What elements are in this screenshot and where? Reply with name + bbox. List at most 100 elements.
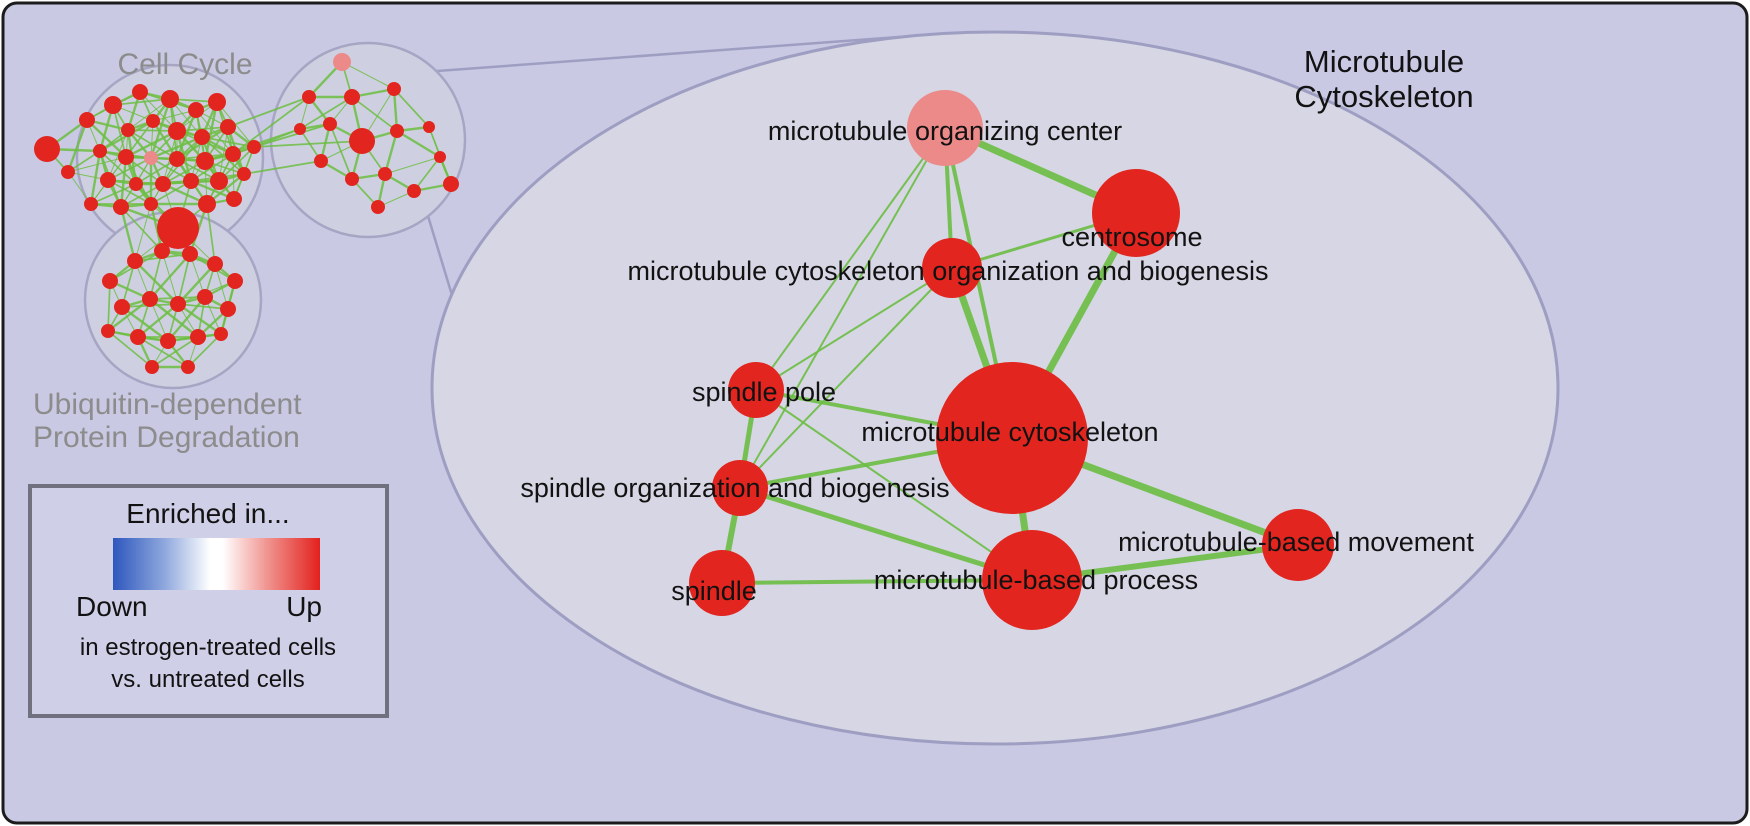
overview-node [127, 253, 143, 269]
overview-edge [384, 156, 441, 175]
overview-node [344, 89, 360, 105]
overview-network-layer [34, 41, 467, 390]
overview-node [121, 123, 135, 137]
overview-node [146, 114, 160, 128]
overview-node [434, 151, 446, 163]
node-label-sorg: spindle organization and biogenesis [520, 473, 949, 503]
legend-up-label: Up [286, 591, 322, 622]
overview-node [407, 184, 421, 198]
overview-edge [107, 280, 111, 332]
overview-node [207, 256, 223, 272]
node-label-centrosome: centrosome [1061, 222, 1202, 252]
overview-edge [206, 203, 216, 265]
overview-edge [90, 183, 137, 205]
overview-node [197, 289, 213, 305]
overview-node [188, 102, 204, 118]
overview-node [214, 327, 228, 341]
overview-node [155, 176, 171, 192]
overview-edge [177, 253, 191, 305]
overview-node [114, 299, 130, 315]
overview-bridge-edge [243, 160, 322, 175]
overview-node [161, 90, 179, 108]
overview-bridge-edge [253, 123, 331, 148]
overview-edge [134, 203, 152, 262]
legend-caption-line2: vs. untreated cells [111, 666, 304, 693]
overview-node [169, 151, 185, 167]
overview-node [333, 53, 351, 71]
overview-edge [107, 157, 152, 181]
overview-node [349, 128, 375, 154]
overview-node [100, 172, 116, 188]
edge-sorg-process [739, 485, 1033, 583]
node-label-process: microtubule-based process [874, 565, 1198, 595]
overview-node [323, 117, 337, 131]
overview-edge [135, 158, 178, 185]
overview-node [144, 151, 158, 165]
edge-moc-sorg [739, 127, 946, 489]
zoom-cluster-layer: microtubule organizing centercentrosomem… [520, 90, 1474, 630]
overview-edge [351, 96, 398, 132]
overview-edge [149, 253, 191, 300]
overview-node [130, 329, 146, 345]
overview-node [210, 172, 228, 190]
overview-edge [167, 296, 206, 342]
overview-node [129, 177, 143, 191]
overview-node [104, 96, 122, 114]
edge-moc-spole [755, 127, 946, 391]
node-label-mcyto: microtubule cytoskeleton [861, 417, 1158, 447]
overview-node [225, 146, 241, 162]
overview-node [378, 167, 392, 181]
edge-mco-sorg [739, 267, 953, 489]
overview-node [154, 243, 170, 259]
overview-edge [120, 206, 163, 252]
overview-node [247, 140, 261, 154]
overview-edge [151, 336, 199, 368]
overview-node [145, 360, 159, 374]
overview-node [144, 197, 158, 211]
node-label-mco: microtubule cytoskeleton organization an… [628, 256, 1269, 286]
legend-title: Enriched in... [126, 498, 289, 529]
overview-edge [107, 179, 152, 205]
overview-edge [119, 206, 137, 262]
overview-node [345, 172, 359, 186]
node-movement [1262, 509, 1334, 581]
overview-node [84, 197, 98, 211]
edge-spole-process [755, 389, 1033, 581]
overview-node [93, 144, 107, 158]
node-moc [907, 90, 983, 166]
node-label-spindle: spindle [671, 576, 757, 606]
cell-cycle-label: Cell Cycle [117, 48, 252, 81]
overview-bridge-edge [227, 96, 310, 128]
overview-edge [66, 119, 89, 173]
overview-node [190, 329, 206, 345]
overview-node [227, 273, 243, 289]
legend-down-label: Down [76, 591, 148, 622]
node-spole [728, 362, 784, 418]
overview-node [170, 296, 186, 312]
overview-edge [396, 129, 441, 159]
overview-edge [150, 135, 203, 160]
overview-edge [341, 61, 395, 90]
overview-node [220, 301, 236, 317]
overview-bridge-edge [232, 96, 310, 155]
overview-node [237, 167, 251, 181]
overview-node [142, 291, 158, 307]
overview-node [423, 121, 435, 133]
zoom-cluster-title-line1: Microtubule [1304, 44, 1464, 79]
zoom-connector-line [436, 32, 941, 73]
overview-node [443, 176, 459, 192]
overview-edge [134, 260, 179, 305]
node-sorg [712, 460, 768, 516]
overview-edge [187, 333, 222, 368]
overview-node [220, 119, 236, 135]
overview-edge [107, 298, 151, 332]
overview-edge [112, 98, 171, 106]
node-mcyto [936, 362, 1088, 514]
overview-node [132, 84, 148, 100]
overview-node [196, 152, 214, 170]
node-label-spole: spindle pole [692, 377, 836, 407]
overview-node [118, 149, 134, 165]
overview-node [371, 200, 385, 214]
